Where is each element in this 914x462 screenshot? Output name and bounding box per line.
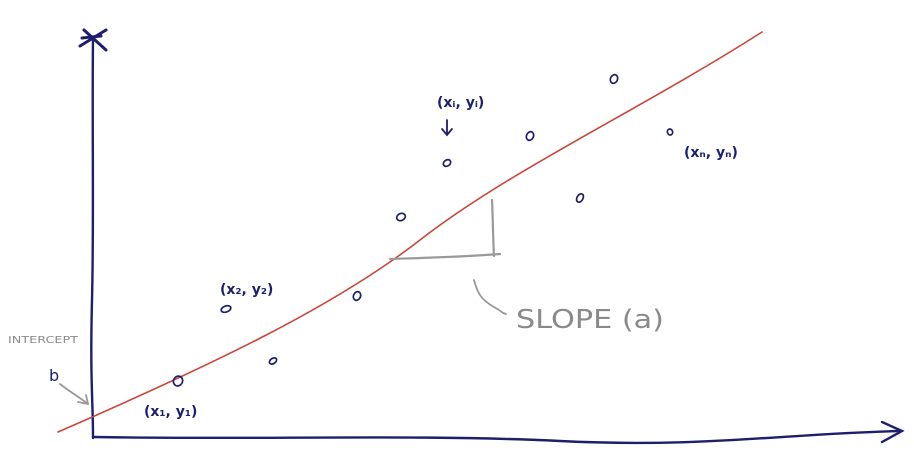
data-point — [220, 304, 232, 314]
data-point — [442, 158, 452, 168]
regression-line — [57, 31, 763, 433]
data-point — [666, 128, 674, 136]
slope-triangle — [388, 198, 502, 261]
intercept-arrow — [59, 383, 89, 405]
x-axis-arrowhead — [880, 420, 905, 444]
label-point-2: (x₂, y₂) — [220, 282, 273, 298]
slope-pointer — [473, 279, 507, 315]
data-point — [268, 357, 278, 365]
y-axis — [90, 38, 95, 440]
label-point-n: (xₙ, yₙ) — [684, 145, 738, 161]
data-point — [575, 192, 585, 204]
data-point — [609, 73, 619, 85]
point-i-arrow — [441, 119, 453, 137]
data-point — [525, 130, 535, 142]
data-point — [172, 375, 184, 387]
data-point — [352, 290, 362, 302]
label-point-i: (xᵢ, yᵢ) — [437, 95, 484, 111]
data-point — [395, 212, 407, 222]
slope-label: SLOPE (a) — [516, 305, 664, 335]
data-points — [172, 73, 674, 387]
label-point-1: (x₁, y₁) — [144, 404, 197, 420]
intercept-label: INTERCEPT — [8, 335, 79, 346]
x-axis — [92, 429, 902, 445]
intercept-symbol: b — [49, 366, 59, 385]
y-axis-arrowhead — [78, 28, 108, 52]
